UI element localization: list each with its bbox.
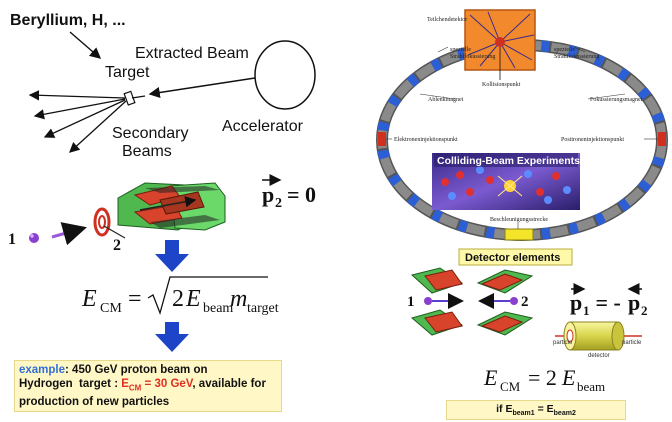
svg-text:=: = — [128, 286, 142, 312]
svg-text:E: E — [483, 365, 498, 390]
ring-top-detector — [464, 9, 536, 80]
svg-text:Fokussierungsmagnet: Fokussierungsmagnet — [590, 97, 643, 103]
svg-text:beam: beam — [577, 379, 605, 394]
svg-text:1: 1 — [583, 303, 590, 318]
target-material-label: Beryllium, H, ... — [10, 12, 126, 29]
svg-text:detector: detector — [588, 353, 610, 359]
blue-down-arrow-2 — [155, 322, 189, 352]
example-line-2: Hydrogen target : ECM = 30 GeV, availabl… — [19, 378, 266, 393]
example-prefix: example — [19, 364, 66, 376]
secondary-beams — [28, 90, 146, 153]
svg-text:spezielle: spezielle — [450, 47, 471, 53]
svg-text:= 0: = 0 — [287, 182, 316, 207]
incoming-particle — [29, 222, 87, 246]
particle-2-label: 2 — [113, 237, 121, 254]
svg-text:Elektroneninjektionspunkt: Elektroneninjektionspunkt — [394, 137, 458, 143]
example-line-1-text: : 450 GeV proton beam on — [65, 364, 208, 376]
positron-injection-marker — [658, 132, 666, 146]
accel-section-marker — [504, 228, 534, 241]
detector-elements-box — [458, 248, 573, 266]
colliding-beam-banner: Colliding-Beam Experiments — [432, 153, 580, 210]
fixed-target-section: Beryllium, H, ... Extracted Beam Target … — [8, 12, 316, 352]
momentum-equation: p 1 = - p 2 — [570, 283, 648, 318]
annotation-leaders — [386, 46, 658, 229]
svg-text:m: m — [230, 286, 247, 312]
material-arrow — [69, 31, 102, 59]
svg-text:Positroneninjektionspunkt: Positroneninjektionspunkt — [561, 137, 624, 143]
svg-text:Ablenkmagnet: Ablenkmagnet — [428, 97, 464, 103]
collider-section: Teilchendetektor spezielle Strahlfokussi… — [376, 9, 668, 394]
svg-text:p: p — [628, 290, 640, 315]
blue-down-arrow-1 — [155, 240, 189, 272]
collider-ecm-formula: E CM = 2 E beam — [483, 365, 605, 394]
collider-detector — [410, 267, 534, 336]
svg-text:Kollisionspunkt: Kollisionspunkt — [482, 82, 521, 88]
svg-text:Teilchendetektor: Teilchendetektor — [427, 17, 467, 23]
svg-text:Strahlfokussierung: Strahlfokussierung — [554, 53, 599, 60]
fixed-target-detector — [117, 182, 226, 231]
svg-text:= -: = - — [590, 290, 621, 315]
fixed-target-ecm-formula: E CM = 2 E beam m target — [81, 276, 279, 316]
extracted-beam-label: Extracted Beam — [135, 45, 249, 62]
example-line-1: example: 450 GeV proton beam on — [19, 363, 277, 377]
svg-text:p: p — [570, 290, 582, 315]
ecm-highlight: ECM = 30 GeV — [121, 378, 193, 393]
svg-text:E: E — [81, 286, 97, 312]
svg-text:Beschleunigungsstrecke: Beschleunigungsstrecke — [490, 217, 548, 223]
target-block — [123, 90, 136, 106]
svg-text:CM: CM — [500, 379, 521, 394]
svg-text:E: E — [561, 365, 576, 390]
collider-particle-1-label: 1 — [407, 294, 415, 310]
svg-text:2: 2 — [172, 286, 184, 312]
svg-text:CM: CM — [100, 301, 122, 316]
svg-text:particle: particle — [622, 340, 642, 346]
svg-text:target: target — [247, 301, 279, 316]
svg-text:2: 2 — [641, 303, 648, 318]
secondary-beams-label-1: Secondary — [112, 125, 189, 142]
small-cylinder-detector: particle detector particle — [553, 321, 642, 359]
accelerator-ring — [148, 40, 316, 110]
svg-text:2: 2 — [275, 196, 282, 211]
collider-particle-2-label: 2 — [521, 294, 529, 310]
p2-equation: p 2 = 0 — [262, 174, 316, 211]
condition-box: if Ebeam1 = Ebeam2 — [446, 400, 626, 420]
svg-text:Strahlfokussierung: Strahlfokussierung — [450, 53, 495, 60]
particle-1-label: 1 — [8, 231, 16, 248]
svg-text:spezielle: spezielle — [554, 47, 575, 53]
detector-elements-label: Detector elements — [465, 252, 560, 264]
example-box: example: 450 GeV proton beam on Hydrogen… — [14, 360, 282, 412]
electron-injection-marker — [378, 132, 386, 146]
svg-text:beam: beam — [203, 301, 233, 316]
svg-text:= 2: = 2 — [528, 365, 557, 390]
accelerator-label: Accelerator — [222, 118, 304, 135]
ring-annotations: Teilchendetektor spezielle Strahlfokussi… — [394, 17, 643, 223]
svg-text:p: p — [262, 182, 274, 207]
target-ring-icon — [93, 207, 126, 239]
svg-text:E: E — [185, 286, 201, 312]
secondary-beams-label-2: Beams — [122, 143, 172, 160]
svg-text:particle: particle — [553, 340, 573, 346]
target-label: Target — [105, 64, 150, 81]
svg-text:Colliding-Beam Experiments: Colliding-Beam Experiments — [437, 155, 580, 167]
example-line-3: production of new particles — [19, 396, 170, 409]
